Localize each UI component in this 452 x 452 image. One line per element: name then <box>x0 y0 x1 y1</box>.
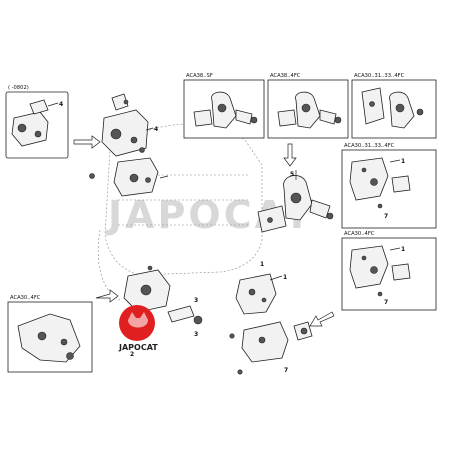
callout-c5: 1 <box>401 158 405 165</box>
detail-box-aca38-sf: ACA38..SF <box>183 73 265 139</box>
pointer-arrow-left <box>95 289 119 303</box>
detail-box-aca38-4fc: ACA38..4FC <box>267 73 349 139</box>
callout-c1: 4 <box>59 101 63 108</box>
upper-engine-mount: 4 <box>89 93 169 197</box>
box-label-aca38-4fc: ACA38..4FC <box>270 73 301 79</box>
pointer-arrow-down <box>283 143 297 167</box>
box-label-aca30-4fc-left: ACA30..4FC <box>10 295 41 301</box>
callout-c10: 1 <box>283 274 287 281</box>
callout-c13: 2 <box>130 351 134 358</box>
lower-center-mount: 3 3 <box>123 265 203 338</box>
pointer-arrow <box>73 135 101 149</box>
pointer-arrow-right <box>309 311 335 327</box>
box-label-aca38-sf: ACA38..SF <box>186 73 213 79</box>
box-label-aca30-31-33-top: ACA30..31..33..4FC <box>354 73 405 79</box>
box-label-0802: ( -0802) <box>8 85 29 91</box>
callout-c3: 1 <box>260 261 264 268</box>
box-label-aca30-4fc-right: ACA30..4FC <box>344 231 375 237</box>
japocat-logo: JAPOCAT <box>118 305 158 352</box>
detail-box-aca30-31-33-4fc-right: ACA30..31..33..4FC 1 7 <box>341 143 437 229</box>
callout-c11: 7 <box>284 367 288 374</box>
callout-c8: 7 <box>384 299 388 306</box>
rear-mount: 5 <box>257 170 334 233</box>
callout-c9: 3 <box>194 297 198 304</box>
detail-box-aca30-4fc-left: ACA30..4FC <box>7 295 93 373</box>
callout-c6: 7 <box>384 213 388 220</box>
callout-c2: 4 <box>154 126 158 133</box>
box-label-aca30-31-33-right: ACA30..31..33..4FC <box>344 143 395 149</box>
callout-c4: 5 <box>290 171 294 178</box>
detail-box-aca30-31-33-4fc-top: ACA30..31..33..4FC <box>351 73 437 139</box>
detail-box-0802: ( -0802) 4 <box>5 85 69 159</box>
callout-c7: 1 <box>401 246 405 253</box>
lower-right-mount: 1 7 <box>229 273 313 375</box>
logo-cat-icon <box>128 312 148 328</box>
callout-c12: 3 <box>194 331 198 338</box>
logo-text: JAPOCAT <box>118 343 158 352</box>
detail-box-aca30-4fc-right: ACA30..4FC 1 7 <box>341 231 437 311</box>
